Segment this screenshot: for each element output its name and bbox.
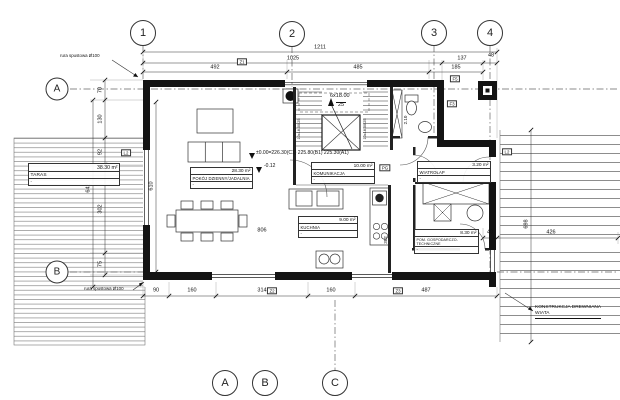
carport-hatch-upper (500, 130, 620, 235)
dim-70: 70 (97, 86, 104, 94)
downpipe-note-top: rura spustowa Ø100 (60, 53, 100, 58)
dim-1025: 1025 (286, 55, 300, 62)
living-furniture (166, 108, 248, 242)
carport-hatch-lower (500, 247, 620, 342)
grid-bubble-1: 1 (130, 20, 156, 46)
grid-bubble-a-bottom: A (212, 370, 238, 396)
stair-tread-label: 25 (336, 102, 347, 108)
level-annotation: ±0.00=226.30(C1) 225.80(B1) 225.30(A1) (256, 150, 349, 156)
stairs (296, 91, 388, 147)
dim-160b: 160 (326, 287, 336, 294)
room-area: 9.00 m² (299, 217, 357, 224)
dim-487: 487 (421, 287, 431, 294)
exterior-walls (143, 80, 496, 287)
column-grid4 (478, 81, 497, 100)
room-note: - (419, 176, 421, 181)
level-minus-annotation: -0.12 (264, 163, 276, 169)
stair-side-label-right: 10x18.00/25 (363, 118, 368, 140)
dim-overall-top: 1211 (314, 44, 326, 51)
grid-bubble-3: 3 (421, 20, 447, 46)
marker-f5: F5 (449, 75, 461, 83)
dim-185: 185 (451, 64, 461, 71)
cooktop-burners (372, 223, 388, 240)
room-area: 8.30 m² (415, 230, 478, 237)
grid-bubble-2: 2 (279, 21, 305, 47)
level-mark-minus (256, 167, 262, 173)
dim-610: 610 (148, 181, 155, 191)
room-area: 3.20 m² (418, 162, 490, 169)
kitchen-fixtures (288, 187, 390, 269)
marker-z3: Z3 (392, 287, 404, 295)
marker-z1: Z1 (236, 58, 248, 66)
windows (144, 81, 495, 278)
utility-fixtures (422, 181, 490, 222)
dim-137: 137 (457, 55, 467, 62)
dim-806: 806 (257, 227, 267, 234)
room-name: POM. GOSPODARCZO-TECHNICZNE (415, 237, 478, 247)
dim-314: 314 (257, 287, 267, 294)
dim-382: 382 (382, 236, 388, 244)
carport-note: KONSTRUKCJA DREWNIANA WIATA (535, 305, 602, 320)
marker-pg: PG (379, 164, 391, 172)
marker-f3: F3 (446, 100, 458, 108)
downpipe-note-bottom: rura spustowa Ø100 (84, 286, 124, 291)
dim-48: 48 (487, 52, 495, 59)
dim-698: 698 (523, 219, 530, 229)
room-label-hall: 10.00 m² KOMUNIKACJA - (311, 162, 375, 184)
grid-bubble-4: 4 (477, 20, 503, 46)
dim-485: 485 (353, 64, 363, 71)
level-mark-main (249, 153, 255, 159)
room-note: - (300, 231, 302, 236)
dim-426: 426 (546, 229, 556, 236)
dim-210: 2.10 (402, 115, 408, 125)
grid-bubble-a-left: A (45, 77, 69, 101)
room-area: 38.30 m² (29, 164, 119, 172)
grid-bubble-b-left: B (45, 260, 69, 284)
room-note: - (313, 177, 315, 182)
dim-75: 75 (97, 260, 104, 268)
dim-492: 492 (210, 64, 220, 71)
marker-l2-right: L2 (502, 148, 512, 156)
room-label-living: 28.30 m² POKÓJ DZIENNY/JADALNIA - (190, 167, 253, 189)
room-name: TARAS (29, 172, 119, 179)
room-name: KUCHNIA (299, 224, 357, 231)
room-area: 28.30 m² (191, 168, 252, 175)
room-label-terrace: 38.30 m² TARAS - (28, 163, 120, 186)
room-note: - (416, 247, 418, 252)
marker-z2: Z2 (266, 287, 278, 295)
dim-160a: 160 (187, 287, 197, 294)
room-note: - (30, 179, 32, 184)
room-name: POKÓJ DZIENNY/JADALNIA (191, 175, 252, 182)
wc-fixtures (404, 94, 432, 133)
room-label-utility: 8.30 m² POM. GOSPODARCZO-TECHNICZNE - (414, 229, 479, 254)
room-note: - (192, 182, 194, 187)
room-name: WIATROŁAP (418, 169, 490, 176)
room-name: KOMUNIKACJA (312, 170, 374, 177)
dim-90: 90 (152, 287, 160, 294)
dim-92: 92 (97, 148, 104, 156)
duct (391, 89, 403, 139)
room-area: 10.00 m² (312, 163, 374, 170)
grid-bubble-b-bottom: B (252, 370, 278, 396)
dim-302: 302 (97, 204, 104, 214)
dim-130: 130 (97, 114, 104, 124)
room-label-vestibule: 3.20 m² WIATROŁAP - (417, 161, 491, 183)
dimension-lines (92, 51, 618, 342)
marker-l2-left: L2 (121, 149, 131, 157)
stair-riser-label: 6x18.00 (330, 93, 350, 99)
stair-direction-line (330, 103, 353, 150)
room-label-kitchen: 9.00 m² KUCHNIA - (298, 216, 358, 238)
stair-side-label-left: 10x18.00/25 (297, 118, 302, 140)
dim-40: 40 (486, 229, 494, 236)
grid-bubble-c-bottom: C (322, 370, 348, 396)
